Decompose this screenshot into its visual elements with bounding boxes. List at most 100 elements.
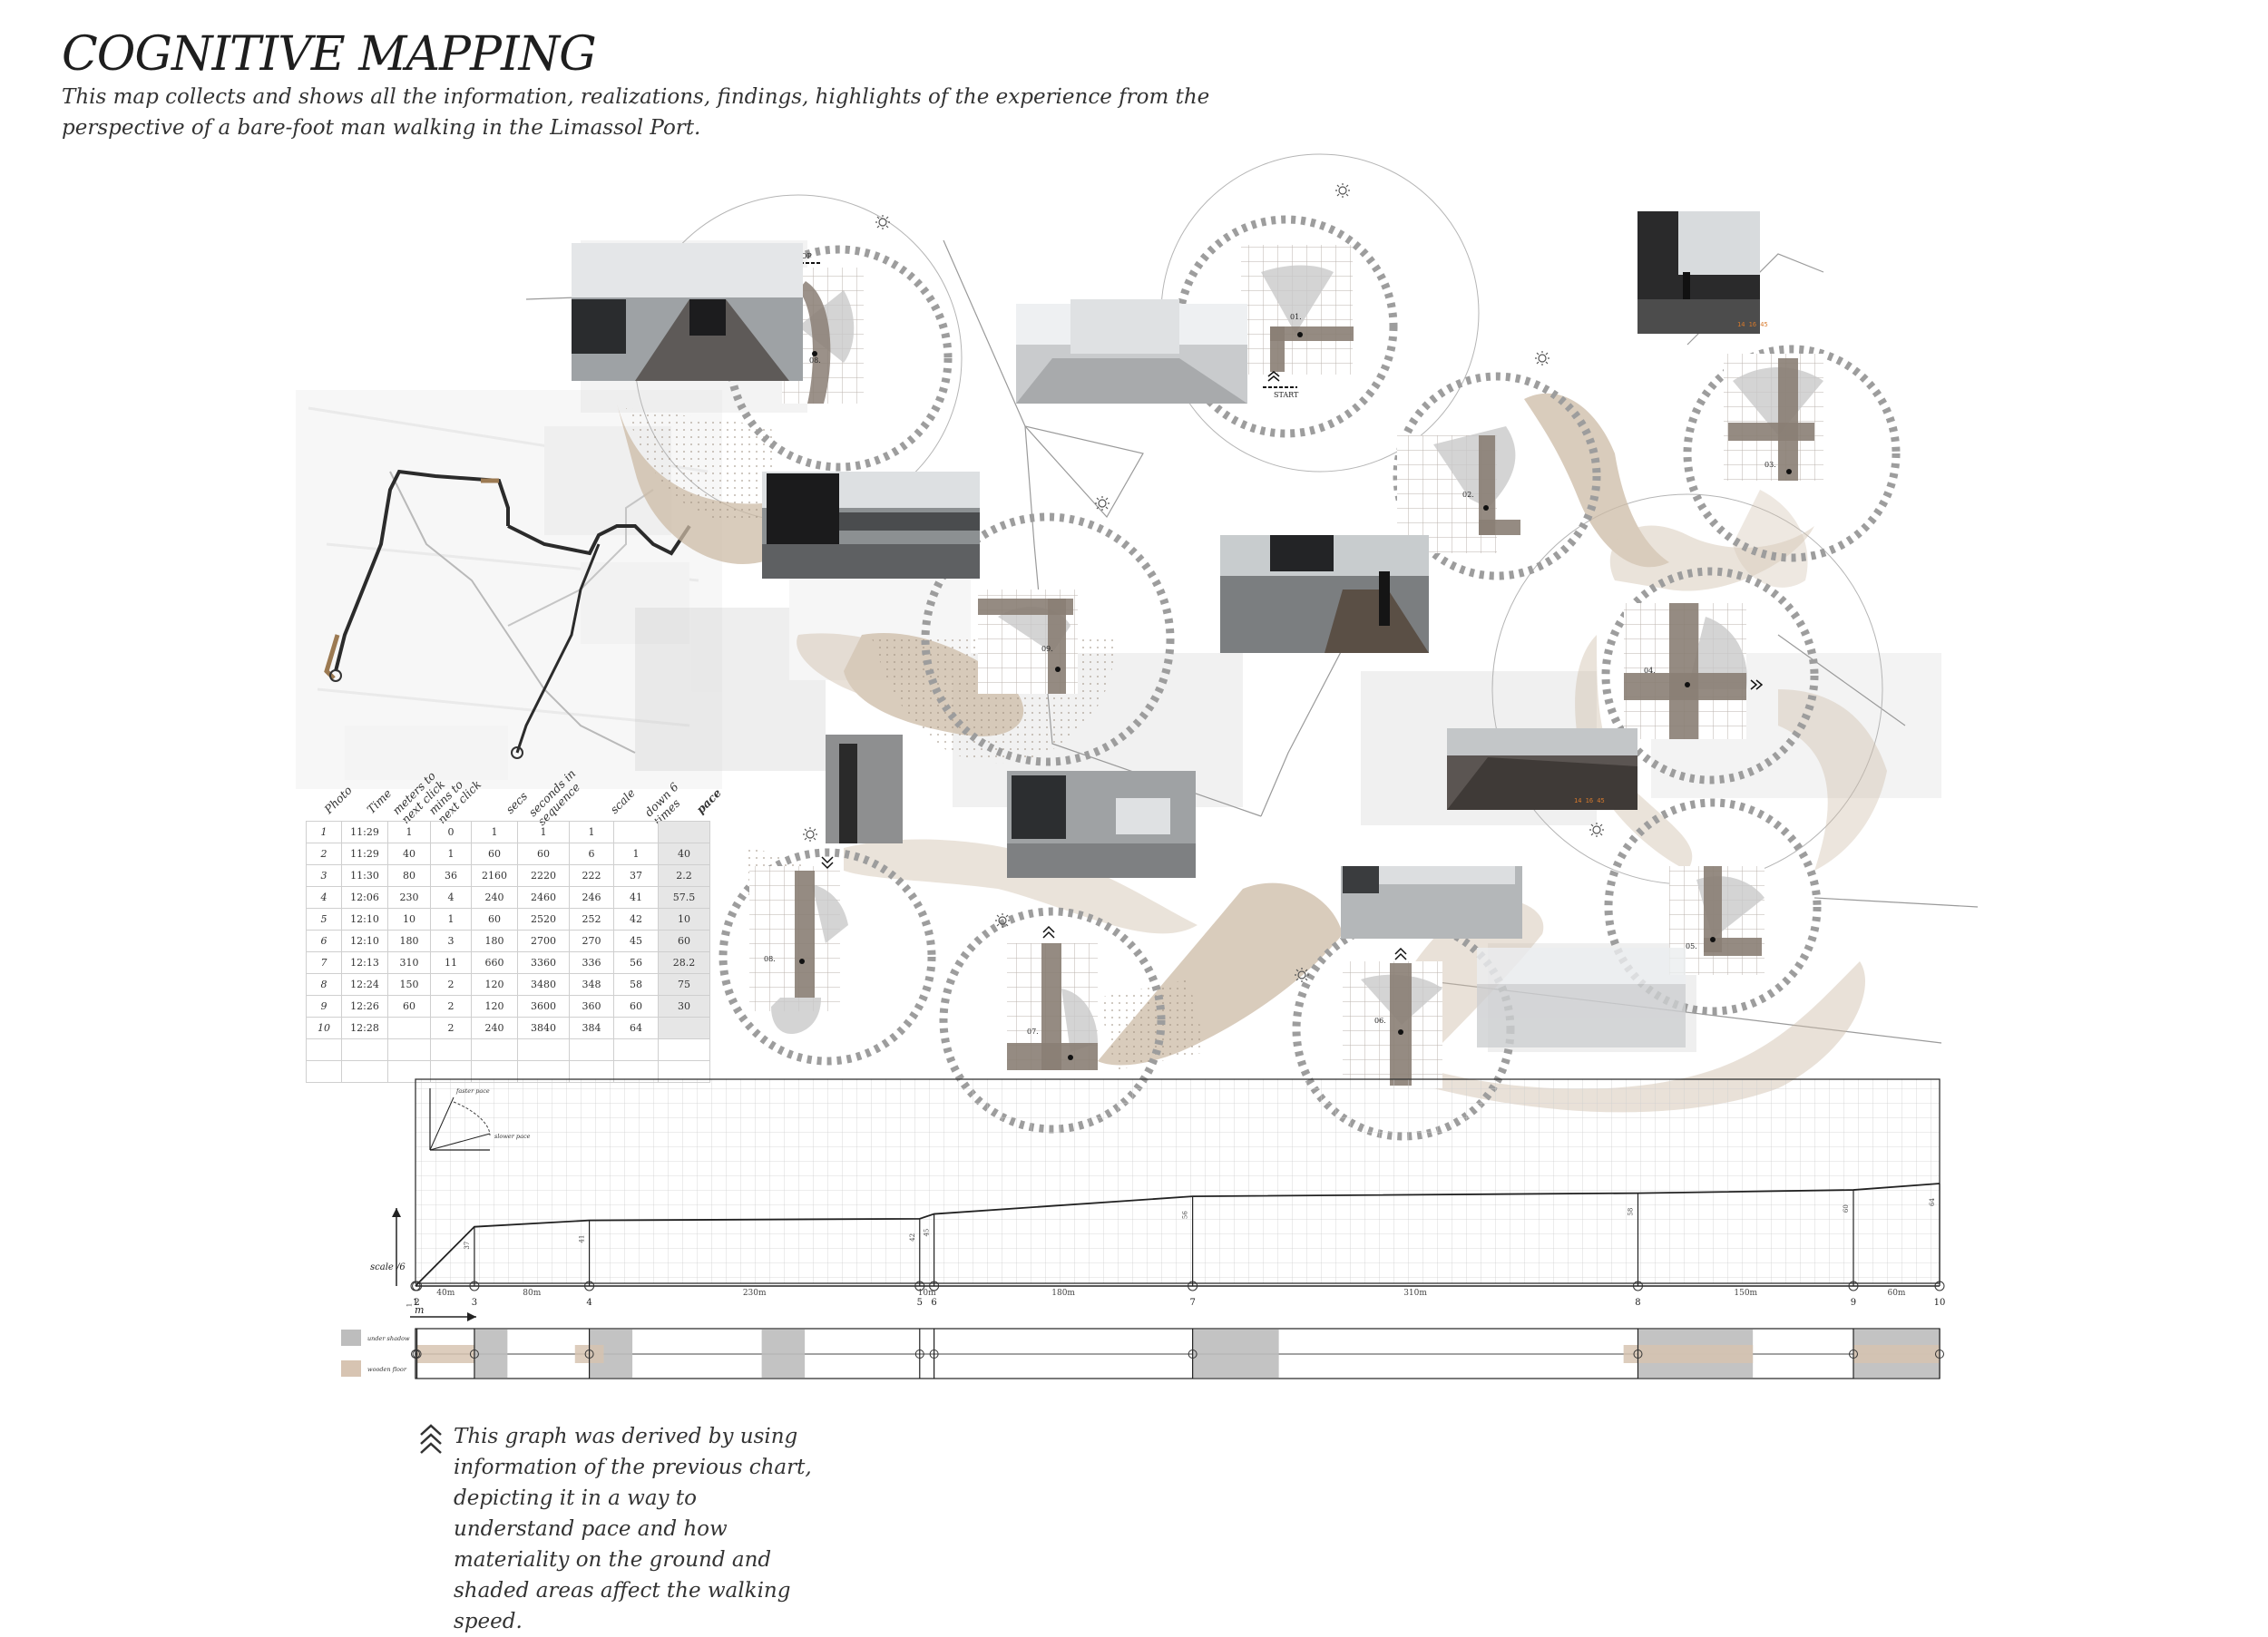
cognitive-map-collage: STOP 08. 01. START 02. 03. (308, 153, 1979, 1141)
table-cell: 8 (306, 973, 342, 996)
table-cell: 6 (569, 843, 614, 865)
table-cell: 180 (471, 930, 518, 952)
photo-2-plaza (1016, 299, 1247, 404)
table-cell: 12:26 (341, 995, 388, 1018)
table-cell: 30 (658, 995, 710, 1018)
photo-5-shaded-deck: 14 16 45 (1637, 211, 1768, 334)
table-cell: 246 (569, 886, 614, 909)
table-cell: 2 (430, 995, 472, 1018)
photo-1-boardwalk (572, 243, 803, 381)
svg-text:08.: 08. (764, 955, 776, 963)
table-cell: 4 (306, 886, 342, 909)
table-cell: 2700 (517, 930, 570, 952)
table-cell: 11 (430, 951, 472, 974)
table-cell: 1 (471, 821, 518, 843)
table-cell: 336 (569, 951, 614, 974)
table-cell: 6 (306, 930, 342, 952)
station-grid-07: 07. (1007, 925, 1098, 1070)
station-grid-03: 03. (1724, 354, 1823, 481)
table-cell: 9 (306, 995, 342, 1018)
station-grid-10: 08. (749, 856, 848, 1034)
photo-8-narrow-walk (826, 735, 903, 843)
table-cell: 1 (569, 821, 614, 843)
table-cell: 60 (387, 995, 431, 1018)
table-cell: 12:10 (341, 930, 388, 952)
photo-7-building (1007, 771, 1196, 878)
table-cell: 180 (387, 930, 431, 952)
table-cell: 2 (430, 1017, 472, 1039)
table-cell: 1 (430, 908, 472, 931)
table-cell: 60 (471, 843, 518, 865)
table-cell: 240 (471, 886, 518, 909)
table-cell: 37 (613, 864, 659, 887)
sun-icons (803, 183, 1604, 982)
chevron-up-icon (420, 1424, 442, 1454)
table-cell: 64 (613, 1017, 659, 1039)
svg-text:03.: 03. (1765, 461, 1776, 469)
svg-text:04.: 04. (1644, 667, 1656, 675)
table-cell: 7 (306, 951, 342, 974)
route-map (324, 469, 691, 759)
table-cell: 40 (387, 843, 431, 865)
table-cell: 120 (471, 973, 518, 996)
table-cell: 57.5 (658, 886, 710, 909)
table-cell: 11:29 (341, 821, 388, 843)
table-cell: 0 (430, 821, 472, 843)
table-cell: 2220 (517, 864, 570, 887)
graph-note: This graph was derived by using informat… (454, 1425, 812, 1633)
table-cell: 12:06 (341, 886, 388, 909)
table-cell: 150 (387, 973, 431, 996)
table-cell: 28.2 (658, 951, 710, 974)
table-cell: 40 (658, 843, 710, 865)
svg-text:09.: 09. (1041, 645, 1053, 653)
table-cell (613, 821, 659, 843)
table-cell: 2.2 (658, 864, 710, 887)
table-cell: 1 (430, 843, 472, 865)
photo-10-water (1477, 948, 1686, 1047)
start-label: START (1274, 391, 1299, 399)
station-grid-04: 04. (1624, 603, 1764, 739)
table-cell: 80 (387, 864, 431, 887)
svg-text:06.: 06. (1374, 1017, 1386, 1025)
table-cell: 1 (306, 821, 342, 843)
table-cell: 11:29 (341, 843, 388, 865)
svg-text:14 16 45: 14 16 45 (1574, 797, 1605, 804)
table-cell: 230 (387, 886, 431, 909)
table-cell: 36 (430, 864, 472, 887)
table-cell: 3480 (517, 973, 570, 996)
table-cell: 1 (517, 821, 570, 843)
table-cell: 12:10 (341, 908, 388, 931)
table-cell: 2460 (517, 886, 570, 909)
table-cell: 660 (471, 951, 518, 974)
table-cell: 10 (387, 908, 431, 931)
table-cell: 1 (387, 821, 431, 843)
table-cell: 11:30 (341, 864, 388, 887)
table-cell: 10 (306, 1017, 342, 1039)
table-cell (658, 1017, 710, 1039)
table-cell: 120 (471, 995, 518, 1018)
table-cell: 222 (569, 864, 614, 887)
photo-4-walkway (1220, 535, 1429, 653)
table-cell: 2160 (471, 864, 518, 887)
photo-3-pier-building (762, 472, 980, 579)
svg-text:05.: 05. (1686, 942, 1697, 950)
table-cell: 60 (658, 930, 710, 952)
table-blank-row (306, 1060, 710, 1083)
station-grid-02: 02. (1397, 426, 1520, 553)
svg-text:07.: 07. (1027, 1028, 1039, 1036)
photo-9-quay (1341, 866, 1522, 939)
table-cell: 2 (430, 973, 472, 996)
station-grid-09: 09. (978, 590, 1078, 694)
table-cell: 5 (306, 908, 342, 931)
svg-text:08.: 08. (809, 356, 821, 365)
table-cell: 12:13 (341, 951, 388, 974)
table-cell: 42 (613, 908, 659, 931)
table-cell: 12:24 (341, 973, 388, 996)
table-cell (658, 821, 710, 843)
table-cell: 3600 (517, 995, 570, 1018)
table-cell: 60 (471, 908, 518, 931)
station-grid-06: 06. (1343, 947, 1442, 1088)
